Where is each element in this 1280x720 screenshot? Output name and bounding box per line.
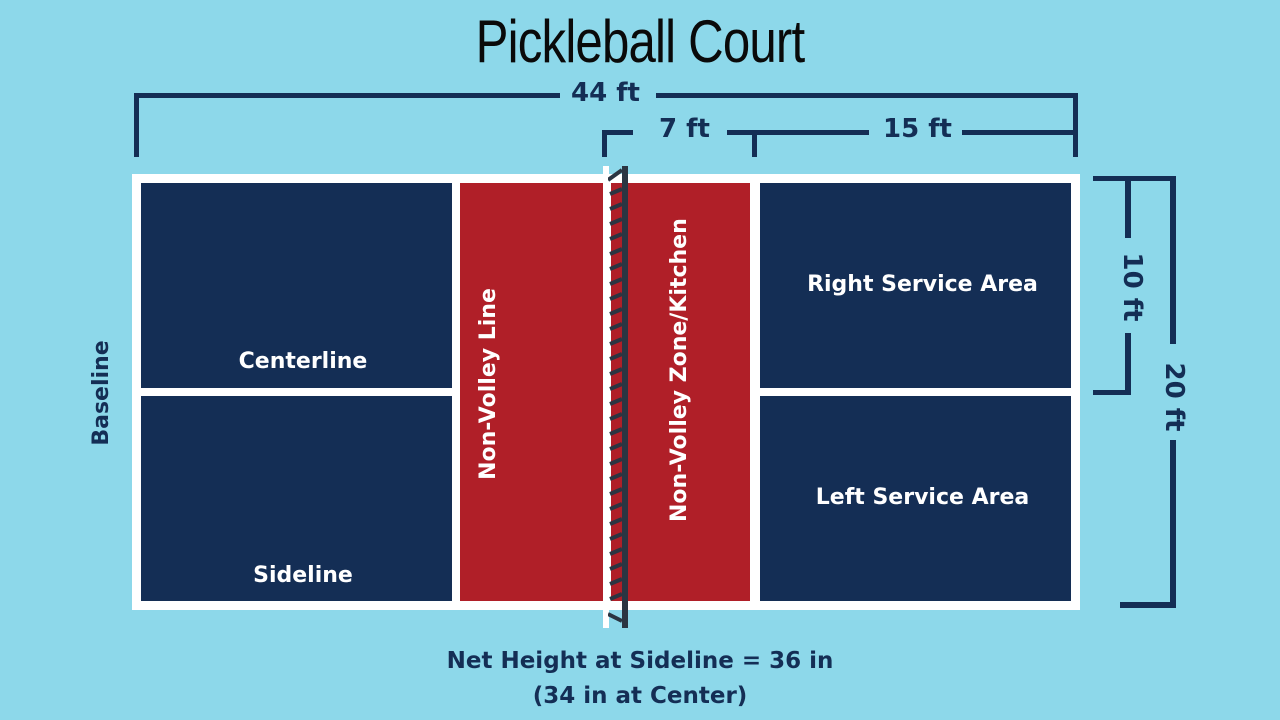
right-service-area-label: Right Service Area <box>807 272 1038 297</box>
non-volley-line-label: Non-Volley Line <box>476 288 501 480</box>
dim-line <box>656 93 1078 98</box>
net-mesh-icon <box>608 168 624 623</box>
dim-line <box>1125 176 1131 238</box>
net-height-text: Net Height at Sideline = 36 in <box>446 648 834 674</box>
net-line <box>603 166 609 628</box>
dim-label-10ft: 10 ft <box>1117 252 1147 322</box>
kitchen-left <box>460 183 603 601</box>
dim-label-20ft: 20 ft <box>1159 362 1189 432</box>
dim-line <box>1125 333 1131 395</box>
dim-tick <box>134 93 139 157</box>
dim-line <box>134 93 560 98</box>
dim-line <box>602 130 633 135</box>
dim-tick <box>602 130 607 157</box>
left-service-area-bottom <box>141 396 452 601</box>
dim-label-15ft: 15 ft <box>883 114 952 144</box>
dim-tick <box>1120 602 1176 608</box>
dim-tick <box>1073 93 1078 157</box>
dim-line <box>727 130 869 135</box>
net-post <box>622 166 628 628</box>
sideline-label: Sideline <box>253 563 353 588</box>
left-service-area-label: Left Service Area <box>815 485 1030 510</box>
dim-tick <box>1093 390 1131 395</box>
dim-tick <box>752 130 757 157</box>
kitchen-label: Non-Volley Zone/Kitchen <box>667 218 692 522</box>
centerline-label: Centerline <box>238 349 368 374</box>
dim-tick <box>1131 176 1176 181</box>
dim-line <box>962 130 1078 135</box>
baseline-label: Baseline <box>89 340 114 446</box>
dim-line <box>1170 176 1176 344</box>
right-service-area <box>760 183 1071 388</box>
dim-label-7ft: 7 ft <box>659 114 710 144</box>
kitchen-right <box>611 183 750 601</box>
dim-label-44ft: 44 ft <box>571 78 640 108</box>
dim-tick <box>1093 176 1131 181</box>
left-service-area-top <box>141 183 452 388</box>
page-title: Pickleball Court <box>475 8 806 75</box>
dim-line <box>1170 440 1176 608</box>
left-service-area <box>760 396 1071 601</box>
net-center-height-text: (34 in at Center) <box>532 683 748 709</box>
